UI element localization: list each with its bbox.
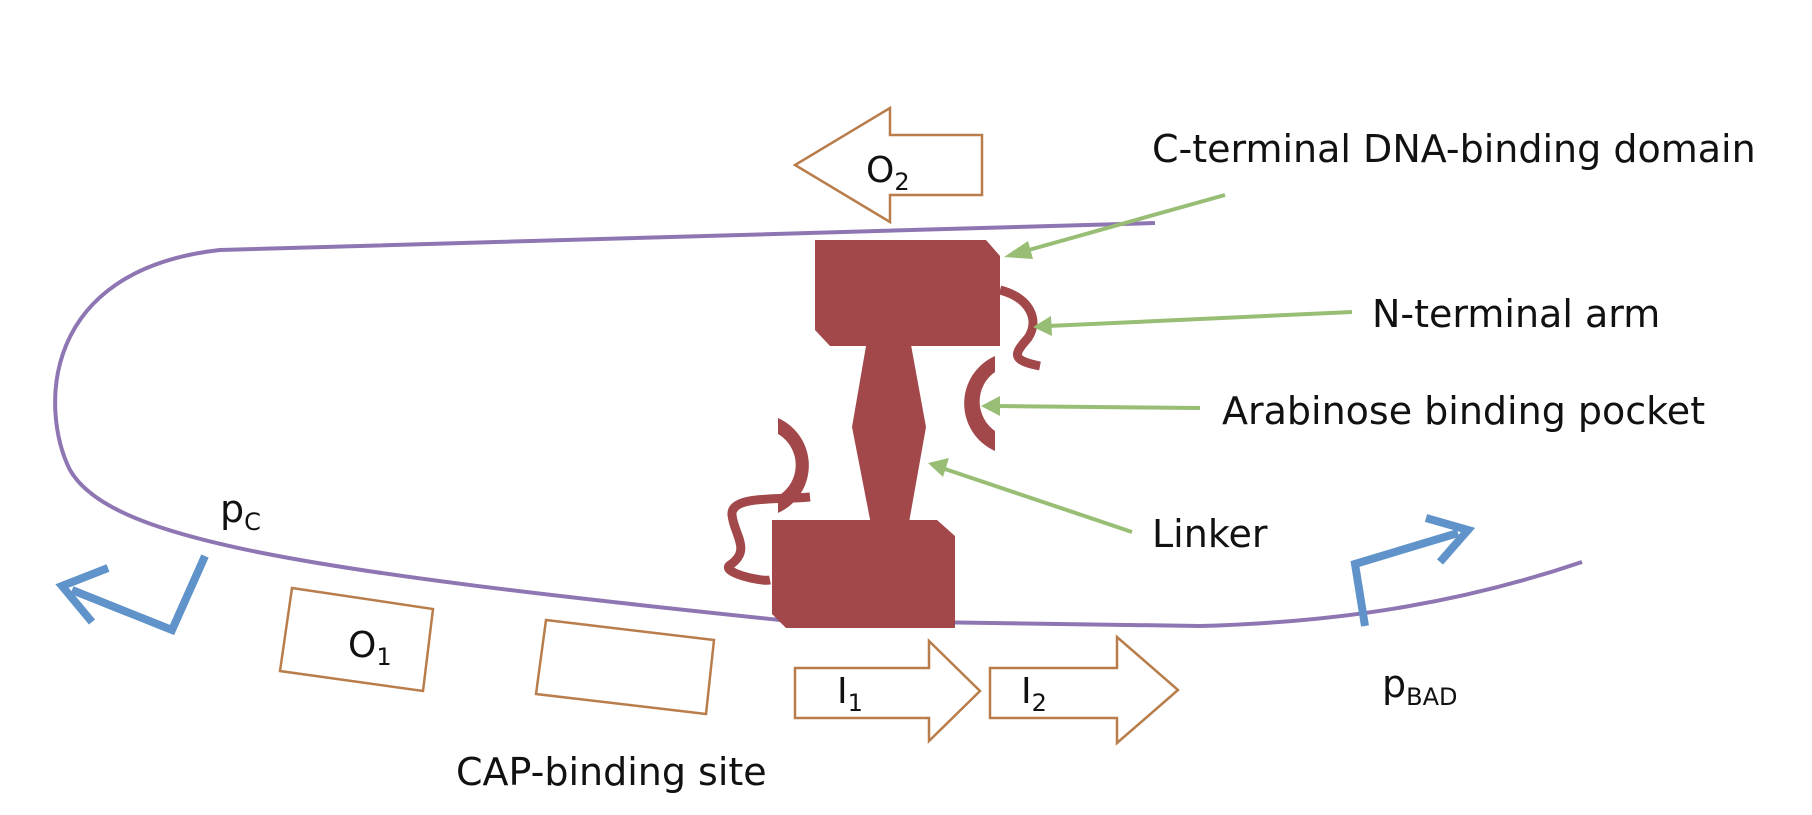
i1-site: I1 [793, 638, 982, 744]
pointer-c-terminal [1004, 193, 1226, 259]
arabinose-pocket-lower [778, 418, 809, 513]
o2-site: O2 [792, 105, 984, 225]
linker-upper [852, 323, 926, 427]
cap-binding-site-label: CAP-binding site [456, 750, 767, 794]
bent-arrow-icon [70, 554, 209, 636]
o1-site: O1 [278, 586, 435, 693]
linker-lower [852, 427, 926, 545]
n-terminal-label: N-terminal arm [1372, 292, 1660, 336]
i1-label: I1 [837, 671, 863, 717]
i2-label: I2 [1021, 671, 1047, 717]
c-terminal-domain-lower [772, 520, 955, 628]
pc-promoter-arrow [55, 554, 209, 636]
o1-label: O1 [348, 625, 392, 671]
pbad-promoter-arrow [1350, 514, 1476, 627]
pointer-n-terminal [1033, 310, 1353, 336]
pocket-label: Arabinose binding pocket [1222, 389, 1705, 433]
cap-binding-site-box [534, 618, 716, 716]
pointer-pocket [981, 396, 1201, 416]
pbad-label: pBAD [1382, 662, 1458, 711]
o2-label: O2 [866, 150, 910, 196]
arac-protein [723, 240, 1041, 628]
i2-site: I2 [988, 634, 1180, 746]
n-terminal-arm-lower [723, 492, 811, 585]
c-terminal-domain-upper [815, 240, 1000, 346]
linker-label: Linker [1152, 512, 1268, 556]
pointer-linker [928, 458, 1133, 534]
arabinose-pocket-upper [964, 356, 995, 451]
bent-arrow-icon [1350, 529, 1460, 627]
dna-strand [53, 221, 1583, 629]
c-terminal-label: C-terminal DNA-binding domain [1152, 127, 1756, 171]
n-terminal-arm-upper [998, 285, 1041, 371]
pc-label: pC [220, 487, 261, 536]
